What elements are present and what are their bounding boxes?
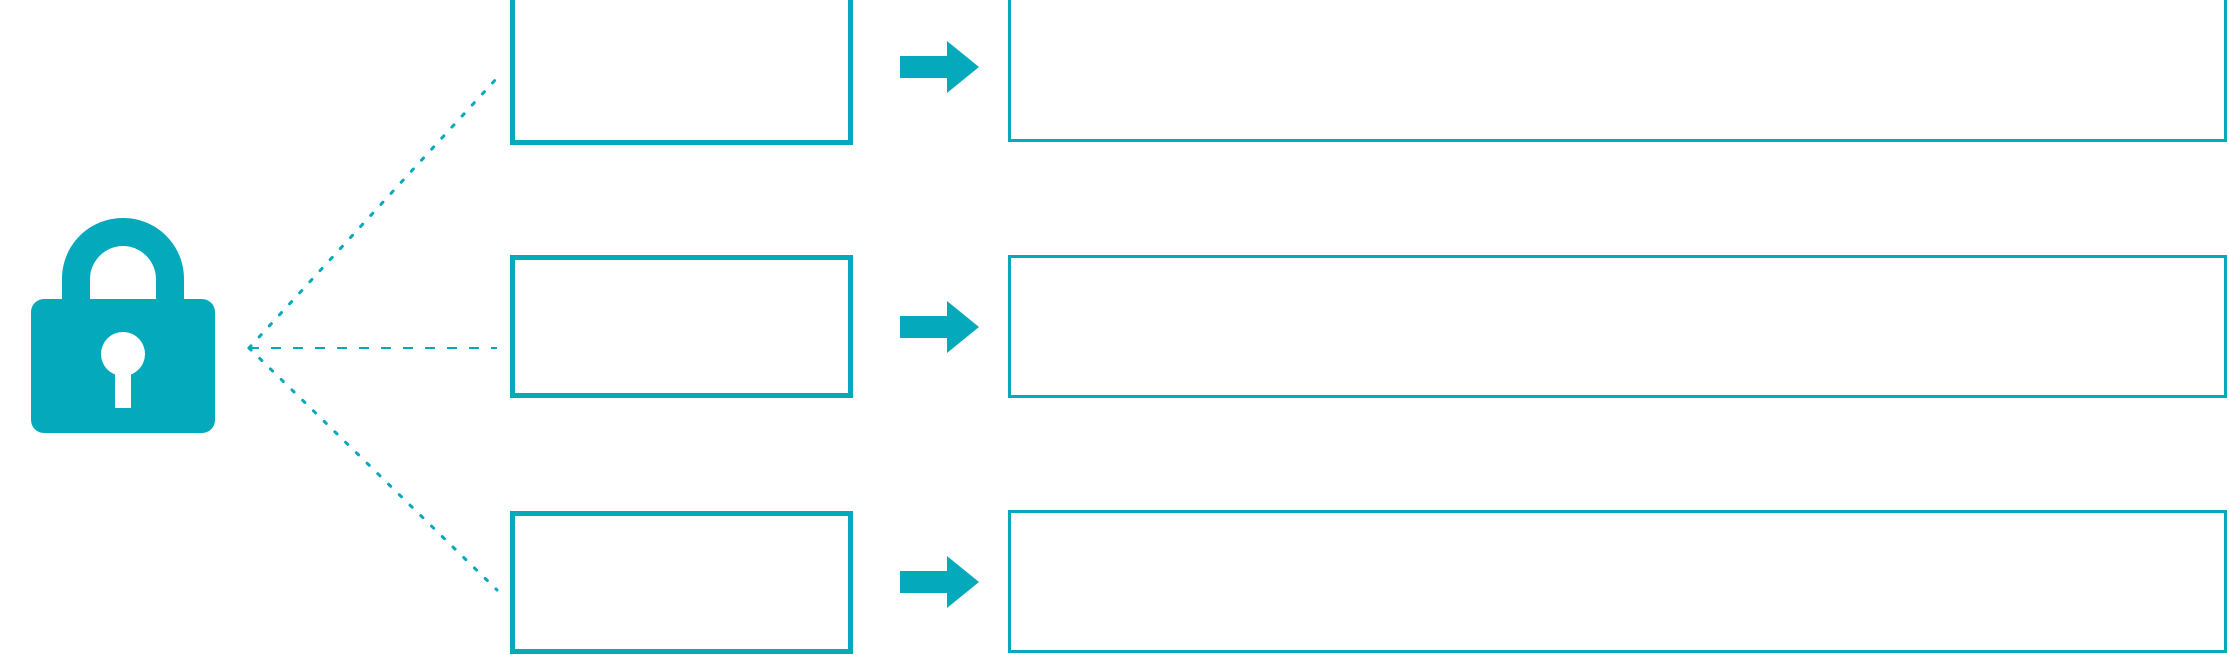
right-box-row-2[interactable] [1008, 255, 2227, 398]
right-arrow-icon [900, 556, 979, 608]
right-arrow-icon [900, 301, 979, 353]
connector-line-row-3 [247, 346, 499, 592]
right-arrow-icon [900, 41, 979, 93]
left-box-row-1[interactable] [510, 0, 853, 145]
right-box-row-3[interactable] [1008, 510, 2227, 653]
left-box-row-3[interactable] [510, 511, 853, 654]
right-box-row-1[interactable] [1008, 0, 2227, 142]
left-box-row-2[interactable] [510, 255, 853, 398]
connector-line-row-1 [247, 76, 499, 350]
padlock-icon [31, 218, 215, 433]
